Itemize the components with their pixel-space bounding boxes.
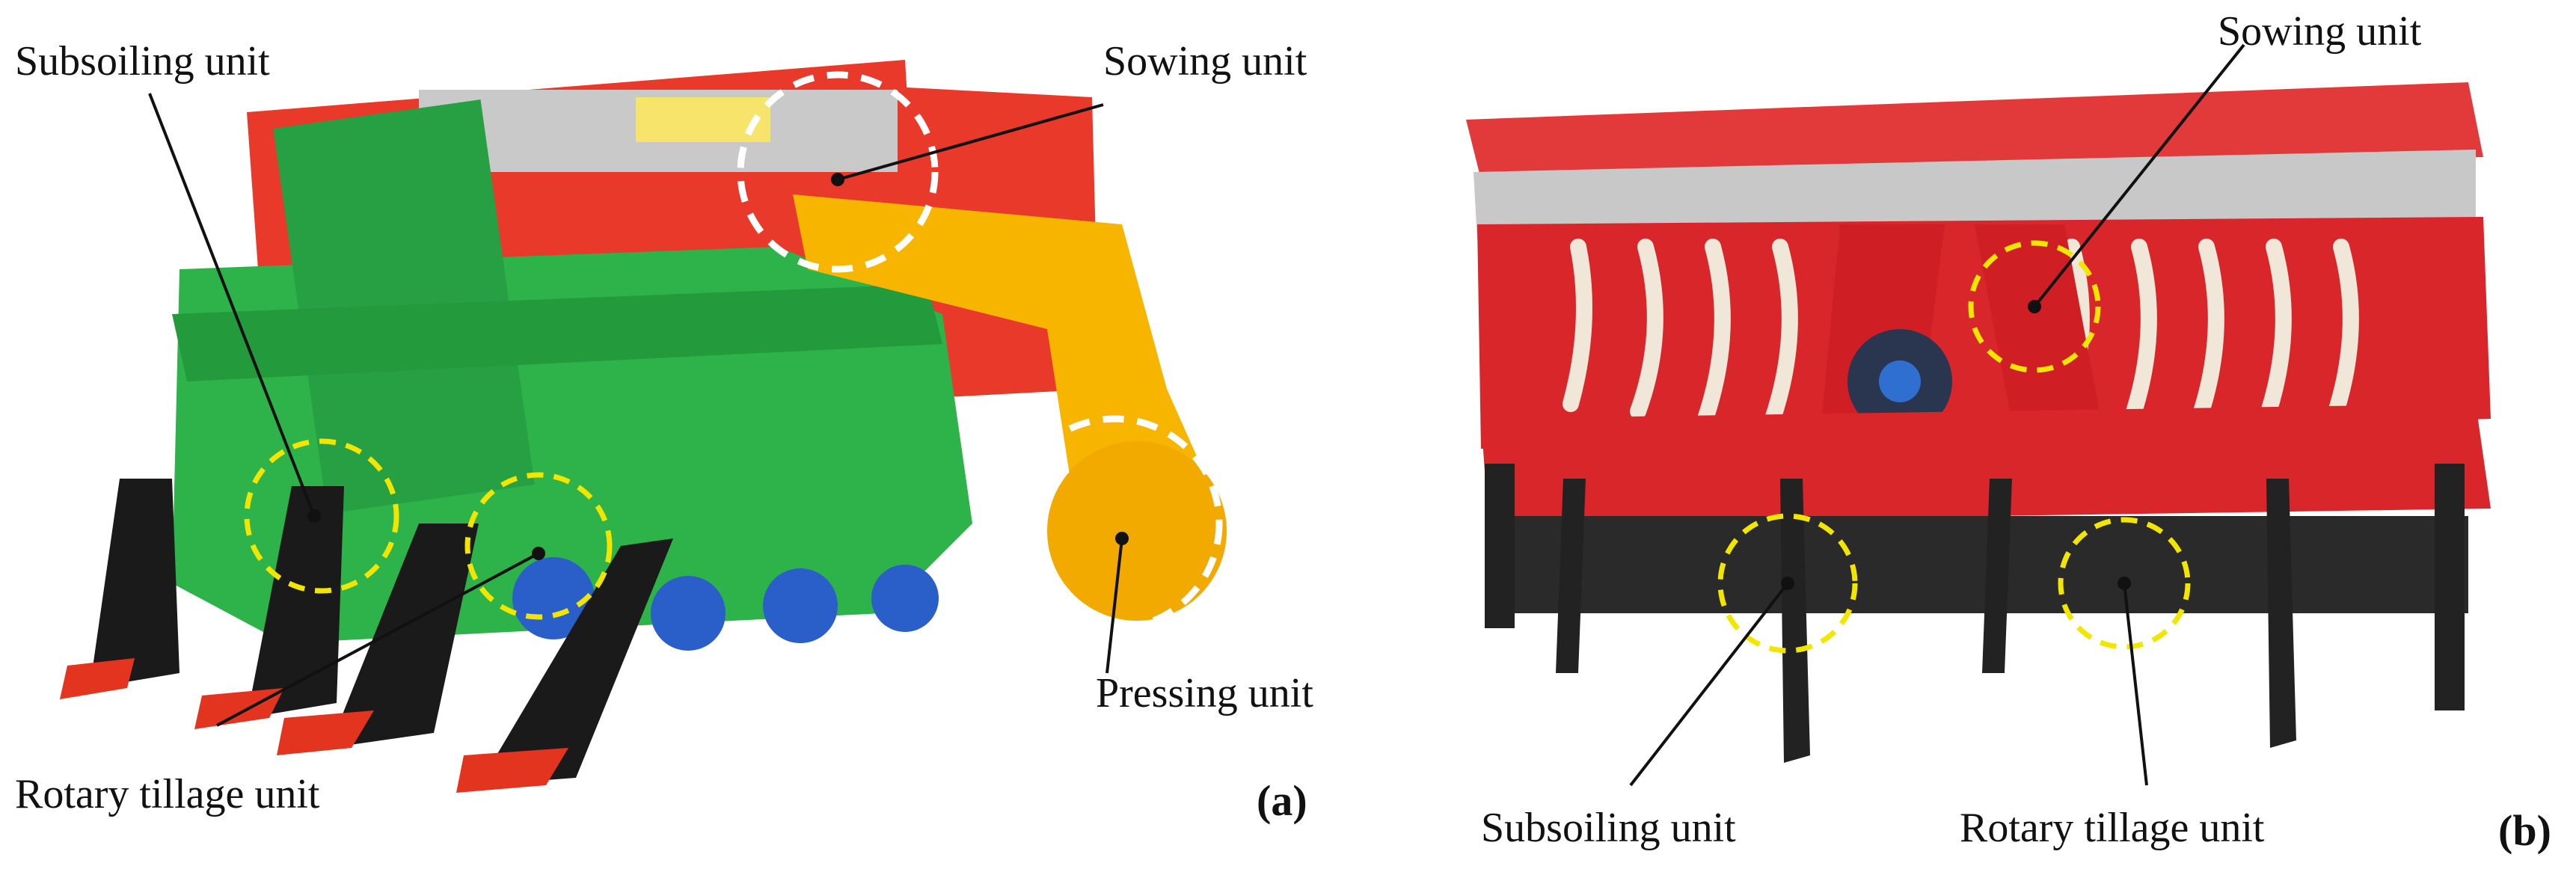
label-sowing-unit-b: Sowing unit [2218,8,2422,55]
panel-b: Sowing unit Subsoiling unit Rotary tilla… [1466,8,2551,855]
panel-b-leaders [1629,43,2245,787]
panel-a-leaders [148,93,1123,727]
label-rotary-tillage-unit-a: Rotary tillage unit [15,771,320,817]
panel-a-photo [60,60,1227,793]
panel-label-a: (a) [1257,776,1307,825]
panel-label-b: (b) [2498,806,2551,855]
label-sowing-unit-a: Sowing unit [1103,38,1307,85]
label-pressing-unit-a: Pressing unit [1096,670,1313,716]
panel-a: Subsoiling unit Sowing unit Pressing uni… [15,38,1313,825]
panel-b-photo [1466,82,2491,763]
label-subsoiling-unit-b: Subsoiling unit [1481,805,1736,851]
label-subsoiling-unit-a: Subsoiling unit [15,38,270,85]
label-rotary-tillage-unit-b: Rotary tillage unit [1960,805,2265,851]
